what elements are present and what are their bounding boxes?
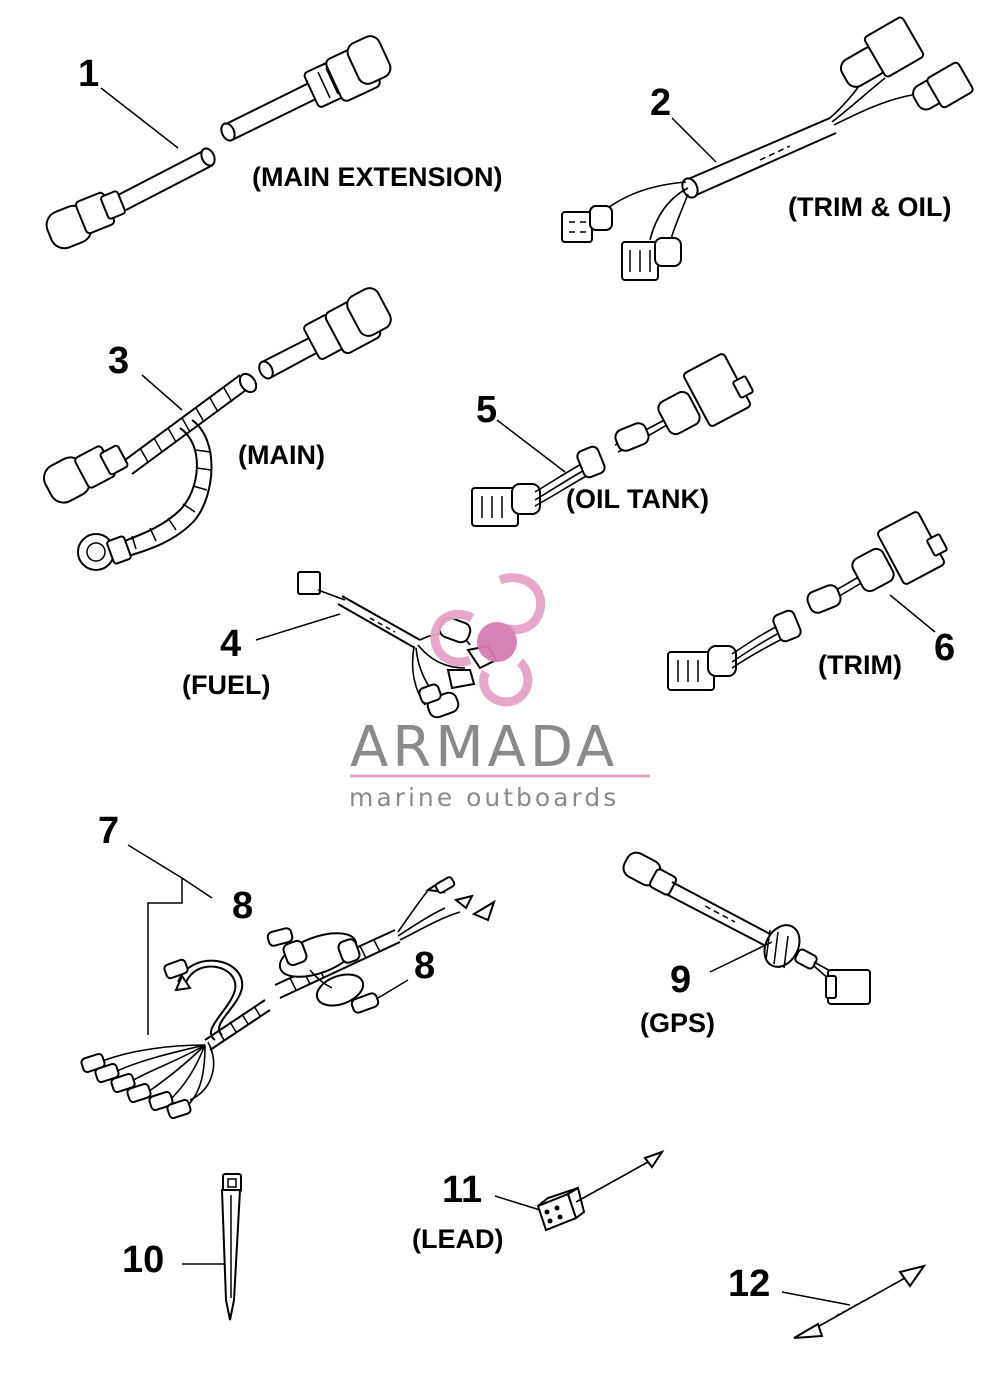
part-caption-11: (LEAD) xyxy=(412,1224,503,1254)
armada-watermark: ARMADA marine outboards xyxy=(349,573,650,812)
part-number-4: 4 xyxy=(220,623,241,665)
part-8-fuse-upper xyxy=(266,927,294,947)
part-number-2: 2 xyxy=(650,82,671,124)
part-number-6: 6 xyxy=(934,627,955,669)
leader-line-11 xyxy=(494,1195,541,1211)
part-caption-5: (OIL TANK) xyxy=(566,484,709,514)
watermark-subtitle: marine outboards xyxy=(349,783,619,812)
part-6-trim-harness xyxy=(667,511,948,691)
leader-line-6 xyxy=(889,594,936,633)
leader-line-1 xyxy=(100,87,179,149)
part-number-10: 10 xyxy=(122,1239,164,1281)
watermark-title: ARMADA xyxy=(350,715,618,780)
part-number-11: 11 xyxy=(442,1169,482,1211)
part-8-fuse-lower xyxy=(350,992,380,1014)
part-number-1: 1 xyxy=(78,53,99,95)
part-caption-6: (TRIM) xyxy=(818,650,902,680)
part-caption-1: (MAIN EXTENSION) xyxy=(252,162,503,192)
part-11-lead xyxy=(536,1150,665,1232)
part-caption-3: (MAIN) xyxy=(238,440,325,470)
part-2-trim-oil-harness xyxy=(561,16,974,281)
part-12-wire xyxy=(793,1264,927,1339)
part-number-9: 9 xyxy=(670,959,691,1001)
part-caption-2: (TRIM & OIL) xyxy=(788,192,951,222)
leader-line-8-lower xyxy=(377,979,409,999)
leader-line-3 xyxy=(141,374,183,411)
part-4-fuel-harness xyxy=(297,571,498,719)
part-number-8-lower: 8 xyxy=(414,945,435,987)
part-number-12: 12 xyxy=(728,1263,770,1305)
part-3-main-harness xyxy=(43,287,392,571)
leader-line-9 xyxy=(709,941,773,973)
leader-line-12 xyxy=(781,1291,851,1306)
leader-line-4 xyxy=(255,613,341,641)
leader-line-7 xyxy=(127,844,213,1035)
part-1-main-extension-harness xyxy=(45,35,392,250)
part-7-engine-harness xyxy=(80,876,496,1120)
leader-line-2 xyxy=(671,117,717,163)
leader-line-5 xyxy=(496,419,566,473)
part-number-3: 3 xyxy=(108,340,129,382)
part-number-7: 7 xyxy=(98,810,119,852)
part-5-oil-tank-harness xyxy=(471,353,754,527)
part-caption-4: (FUEL) xyxy=(182,670,270,700)
part-number-5: 5 xyxy=(476,389,497,431)
part-caption-9: (GPS) xyxy=(640,1008,715,1038)
part-10-cable-tie xyxy=(220,1173,242,1321)
part-9-gps-cable xyxy=(622,851,871,1005)
propeller-logo-icon xyxy=(430,573,546,707)
part-number-8-upper: 8 xyxy=(232,885,253,927)
